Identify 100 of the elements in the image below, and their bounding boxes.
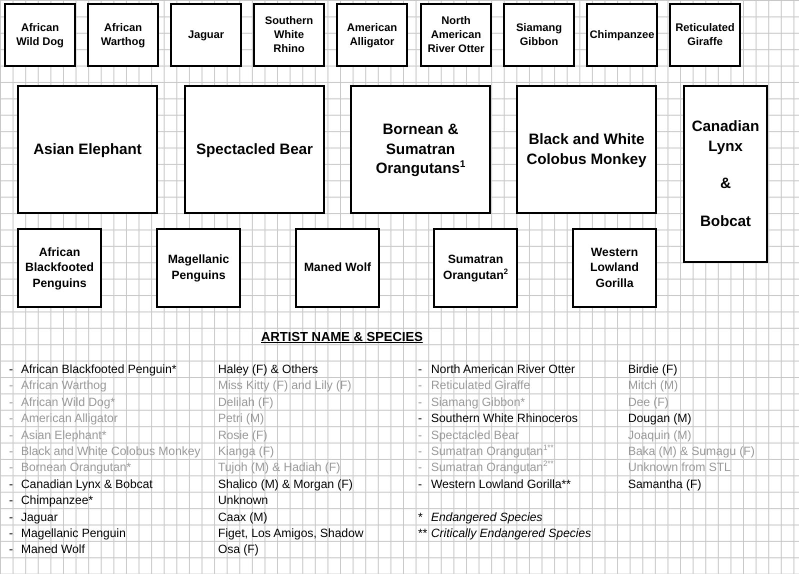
species-name: Canadian Lynx & Bobcat bbox=[21, 476, 153, 491]
enclosure-box bbox=[295, 228, 380, 308]
list-dash: - bbox=[418, 411, 422, 426]
list-dash: - bbox=[418, 460, 422, 474]
enclosure-name: African Wild Dog bbox=[15, 20, 65, 50]
enclosure-box bbox=[572, 228, 657, 308]
footnote-text: Endangered Species bbox=[431, 510, 542, 524]
list-dash: - bbox=[9, 428, 13, 442]
enclosure-name: African Warthog bbox=[100, 20, 146, 50]
species-name: Magellanic Penguin bbox=[21, 526, 126, 540]
list-dash: - bbox=[418, 362, 422, 376]
enclosure-name: North American River Otter bbox=[426, 14, 486, 56]
artist-name: Rosie (F) bbox=[218, 428, 268, 442]
enclosure-name: Black and White Colobus Monkey bbox=[525, 130, 648, 169]
list-dash: - bbox=[9, 411, 13, 426]
list-dash: - bbox=[9, 444, 13, 458]
artist-name: Tujoh (M) & Hadiah (F) bbox=[218, 460, 340, 474]
enclosure-name: Spectacled Bear bbox=[196, 140, 313, 160]
list-dash: - bbox=[418, 428, 422, 442]
artist-name: Kianga (F) bbox=[218, 444, 274, 458]
artist-name: Miss Kitty (F) and Lily (F) bbox=[218, 378, 352, 392]
enclosure-box bbox=[420, 3, 492, 67]
species-name: Reticulated Giraffe bbox=[431, 378, 530, 392]
list-dash: - bbox=[9, 526, 13, 540]
list-dash: - bbox=[9, 378, 13, 392]
enclosure-name: Bornean & Sumatran Orangutans$^{1}$ bbox=[374, 120, 466, 179]
artist-name: Dee (F) bbox=[628, 394, 669, 409]
enclosure-box bbox=[17, 228, 102, 308]
enclosure-name: Bobcat bbox=[700, 212, 751, 231]
list-dash: - bbox=[418, 476, 422, 491]
enclosure-name: Siamang Gibbon bbox=[515, 20, 563, 50]
artist-name: Baka (M) & Sumagu (F) bbox=[628, 444, 755, 458]
artist-name: Samantha (F) bbox=[628, 476, 702, 491]
species-name: Sumatran Orangutan$^{2**}$ bbox=[431, 460, 554, 474]
enclosure-box bbox=[184, 85, 325, 214]
enclosure-name: Sumatran Orangutan$^{2}$ bbox=[442, 252, 509, 284]
enclosure-name: Asian Elephant bbox=[33, 140, 142, 160]
species-name: Sumatran Orangutan$^{1**}$ bbox=[431, 444, 554, 458]
enclosure-box bbox=[516, 85, 657, 214]
enclosure-name: Maned Wolf bbox=[304, 260, 372, 276]
list-dash: - bbox=[9, 510, 13, 524]
species-name: Western Lowland Gorilla** bbox=[431, 476, 571, 491]
table-heading: ARTIST NAME & SPECIES bbox=[261, 330, 423, 344]
species-name: Southern White Rhinoceros bbox=[431, 411, 578, 426]
species-name: African Warthog bbox=[21, 378, 107, 392]
species-name: African Wild Dog* bbox=[21, 394, 116, 409]
enclosure-name: Southern White Rhino bbox=[264, 14, 314, 56]
list-dash: - bbox=[9, 394, 13, 409]
artist-name: Figet, Los Amigos, Shadow bbox=[218, 526, 364, 540]
artist-name: Haley (F) & Others bbox=[218, 362, 318, 376]
artist-name: Osa (F) bbox=[218, 542, 259, 556]
enclosure-name: American Alligator bbox=[346, 20, 398, 50]
list-dash: - bbox=[9, 542, 13, 556]
enclosure-name: Western Lowland Gorilla bbox=[589, 244, 640, 292]
enclosure-box bbox=[336, 3, 408, 67]
artist-name: Petri (M) bbox=[218, 411, 264, 426]
enclosure-box bbox=[87, 3, 159, 67]
enclosure-box bbox=[503, 3, 575, 67]
artist-name: Unknown from STL bbox=[628, 460, 731, 474]
list-dash: - bbox=[9, 362, 13, 376]
enclosure-name: Reticulated Giraffe bbox=[674, 20, 736, 50]
species-name: Chimpanzee* bbox=[21, 493, 94, 508]
enclosure-box bbox=[586, 3, 658, 67]
enclosure-name: African Blackfooted Penguins bbox=[24, 244, 95, 292]
enclosure-name: Chimpanzee bbox=[590, 28, 654, 42]
list-dash: - bbox=[9, 493, 13, 508]
artist-name: Delilah (F) bbox=[218, 394, 274, 409]
species-name: American Alligator bbox=[21, 411, 118, 426]
enclosure-box bbox=[170, 3, 242, 67]
enclosure-name: Canadian Lynx bbox=[690, 117, 760, 156]
artist-name: Unknown bbox=[218, 493, 268, 508]
footnote-mark: * bbox=[418, 510, 423, 524]
enclosure-box bbox=[4, 3, 76, 67]
artist-name: Shalico (M) & Morgan (F) bbox=[218, 476, 353, 491]
artist-name: Birdie (F) bbox=[628, 362, 678, 376]
species-name: Spectacled Bear bbox=[431, 428, 520, 442]
species-name: Asian Elephant* bbox=[21, 428, 106, 442]
species-name: North American River Otter bbox=[431, 362, 576, 376]
artist-name: Dougan (M) bbox=[628, 411, 692, 426]
species-name: Jaguar bbox=[21, 510, 58, 524]
enclosure-box bbox=[156, 228, 241, 308]
footnote-mark: ** bbox=[418, 526, 428, 540]
species-name: African Blackfooted Penguin* bbox=[21, 362, 176, 376]
list-dash: - bbox=[418, 444, 422, 458]
enclosure-box bbox=[17, 85, 158, 214]
artist-name: Caax (M) bbox=[218, 510, 268, 524]
enclosure-box bbox=[669, 3, 741, 67]
enclosure-box bbox=[683, 85, 768, 263]
list-dash: - bbox=[418, 378, 422, 392]
enclosure-name: Magellanic Penguins bbox=[166, 252, 230, 284]
enclosure-box bbox=[253, 3, 325, 67]
list-dash: - bbox=[9, 460, 13, 474]
enclosure-box bbox=[350, 85, 491, 214]
artist-name: Joaquin (M) bbox=[628, 428, 692, 442]
enclosure-box bbox=[433, 228, 518, 308]
species-name: Black and White Colobus Monkey bbox=[21, 444, 200, 458]
enclosure-name: & bbox=[720, 174, 731, 194]
species-name: Siamang Gibbon* bbox=[431, 394, 526, 409]
list-dash: - bbox=[9, 476, 13, 491]
footnote-text: Critically Endangered Species bbox=[431, 526, 592, 540]
